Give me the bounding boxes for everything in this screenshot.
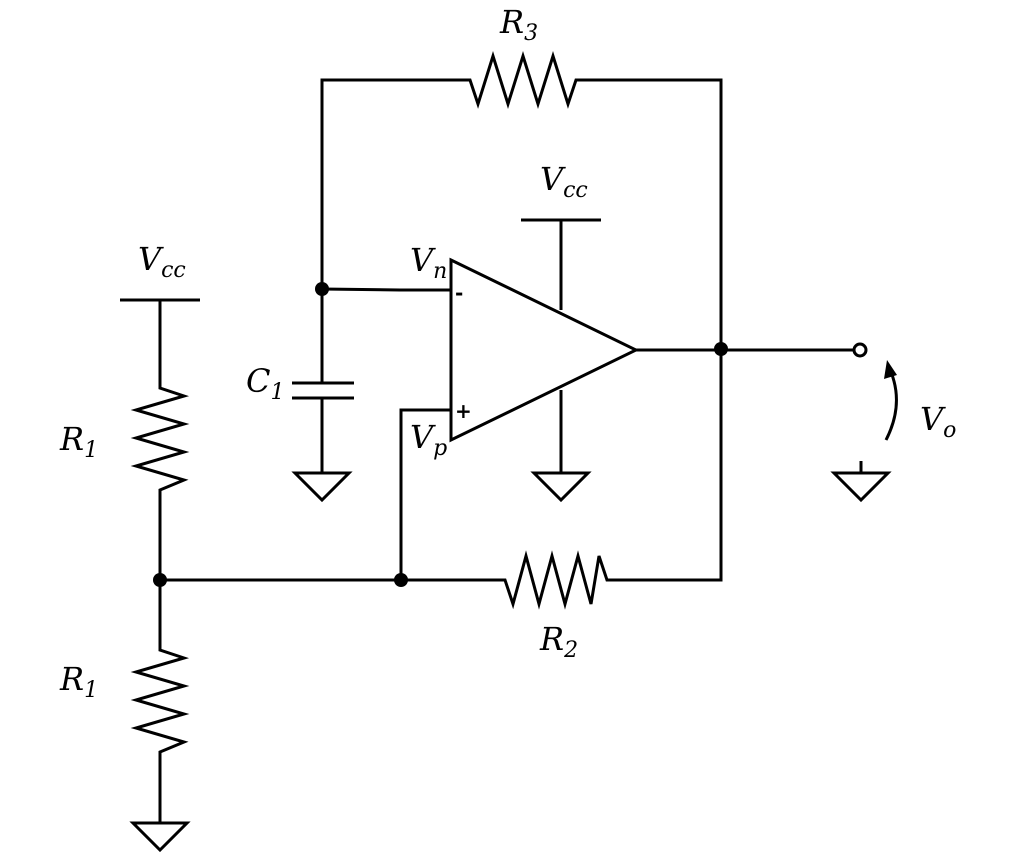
ground-symbol-opamp [530, 471, 592, 503]
op-amp-minus-sign: - [455, 281, 463, 305]
r1-bottom-wire [130, 580, 190, 823]
junction-vp [394, 573, 408, 587]
junction-output [714, 342, 728, 356]
r1-bottom-label: R1 [59, 660, 98, 703]
vo-label: Vo [920, 400, 956, 443]
junction-vn [315, 282, 329, 296]
vcc-top-label: Vcc [540, 160, 588, 203]
ground-symbol-c1 [291, 471, 353, 503]
op-amp: - + [449, 257, 640, 443]
vn-label: Vn [410, 241, 447, 284]
vp-label: Vp [410, 418, 447, 461]
op-amp-triangle [449, 257, 640, 443]
ground-symbol-r1 [129, 821, 191, 853]
vcc-left-label: Vcc [138, 240, 186, 283]
r2-label: R2 [539, 620, 578, 663]
inverting-input-wire [321, 287, 451, 292]
vo-arrowhead [884, 360, 897, 379]
c1-label: C1 [246, 362, 284, 405]
op-amp-plus-sign: + [455, 399, 472, 423]
vo-arrow [884, 371, 898, 441]
r2-wire [160, 350, 723, 610]
r1-top-wire [130, 300, 190, 580]
output-terminal [852, 342, 868, 358]
non-inverting-input-wire [399, 408, 451, 580]
r3-branch [320, 50, 723, 350]
junction-divider [153, 573, 167, 587]
ground-symbol-output [830, 471, 892, 503]
r3-wire [320, 50, 723, 350]
r1-top-label: R1 [59, 420, 98, 463]
r3-label: R3 [499, 3, 538, 46]
